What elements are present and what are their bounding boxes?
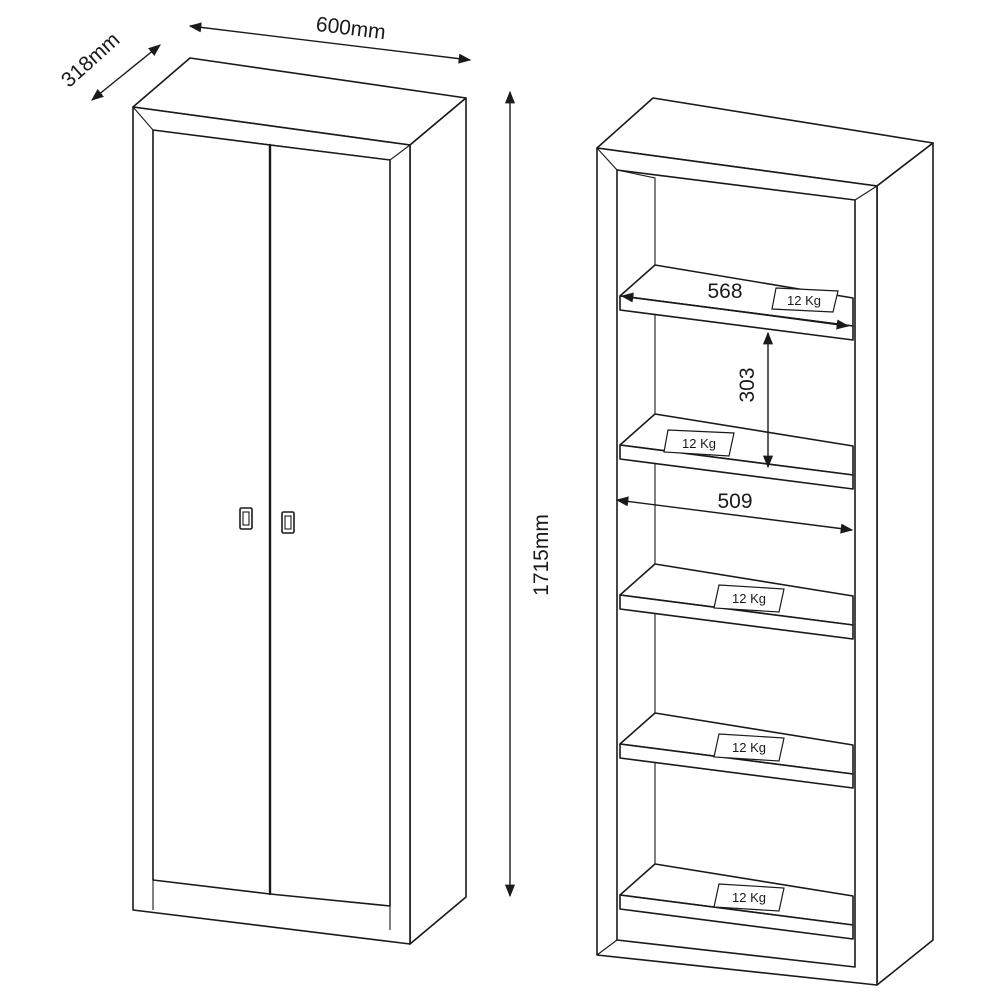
load-tag-4: 12 Kg	[713, 733, 785, 762]
load-tag-1: 12 Kg	[771, 287, 839, 313]
door-handle-right	[281, 511, 295, 534]
svg-text:12 Kg: 12 Kg	[732, 591, 766, 606]
open-bookcase	[596, 97, 934, 986]
load-tag-2: 12 Kg	[663, 429, 735, 457]
svg-text:12 Kg: 12 Kg	[732, 740, 766, 755]
cabinet-side	[409, 97, 467, 945]
width-label: 600mm	[315, 13, 387, 44]
height-dimension: 1715mm	[504, 90, 553, 898]
load-tag-3: 12 Kg	[713, 584, 785, 613]
shelf-width-inner-label: 509	[717, 490, 752, 513]
svg-text:12 Kg: 12 Kg	[682, 436, 716, 451]
shelf-width-top-dimension: 568	[620, 280, 850, 330]
closed-cabinet	[132, 57, 467, 945]
shelf-spacing-label: 303	[736, 367, 759, 402]
bookcase-side	[876, 142, 934, 986]
shelf-width-top-label: 568	[707, 280, 742, 303]
svg-text:12 Kg: 12 Kg	[787, 293, 821, 308]
depth-dimension: 318mm	[57, 28, 161, 101]
shelf-width-inner-dimension: 509	[615, 490, 854, 534]
shelf-2	[619, 413, 854, 490]
height-label: 1715mm	[530, 514, 553, 596]
svg-text:12 Kg: 12 Kg	[732, 890, 766, 905]
width-dimension: 600mm	[188, 13, 472, 64]
door-handle-left	[239, 507, 253, 530]
shelf-spacing-dimension: 303	[736, 331, 774, 469]
load-tag-5: 12 Kg	[713, 883, 785, 912]
